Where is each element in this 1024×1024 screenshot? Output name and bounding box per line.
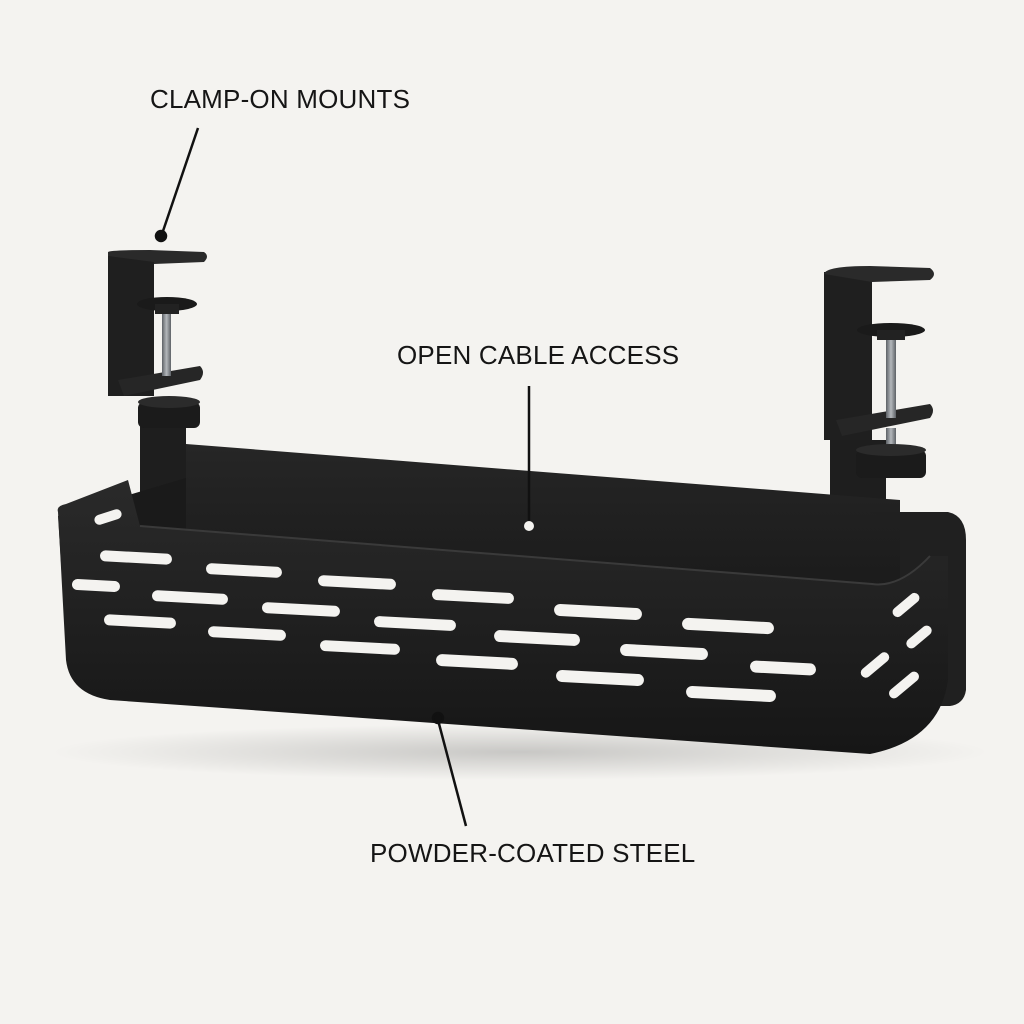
ventilation-slots	[71, 550, 932, 703]
callout-open-cable-access: OPEN CABLE ACCESS	[397, 340, 680, 370]
access-leader-dot-icon	[524, 521, 534, 531]
steel-leader-line	[436, 719, 468, 827]
cable-tray	[57, 444, 966, 754]
callout-clamp-mounts: CLAMP-ON MOUNTS	[150, 84, 411, 114]
clamp-leader-dot-icon	[154, 229, 168, 243]
steel-leader-dot-icon	[431, 711, 445, 725]
clamp-leader-line	[160, 127, 200, 235]
callout-powder-coated-steel: POWDER-COATED STEEL	[370, 838, 696, 868]
tray-front-wall	[57, 480, 948, 754]
